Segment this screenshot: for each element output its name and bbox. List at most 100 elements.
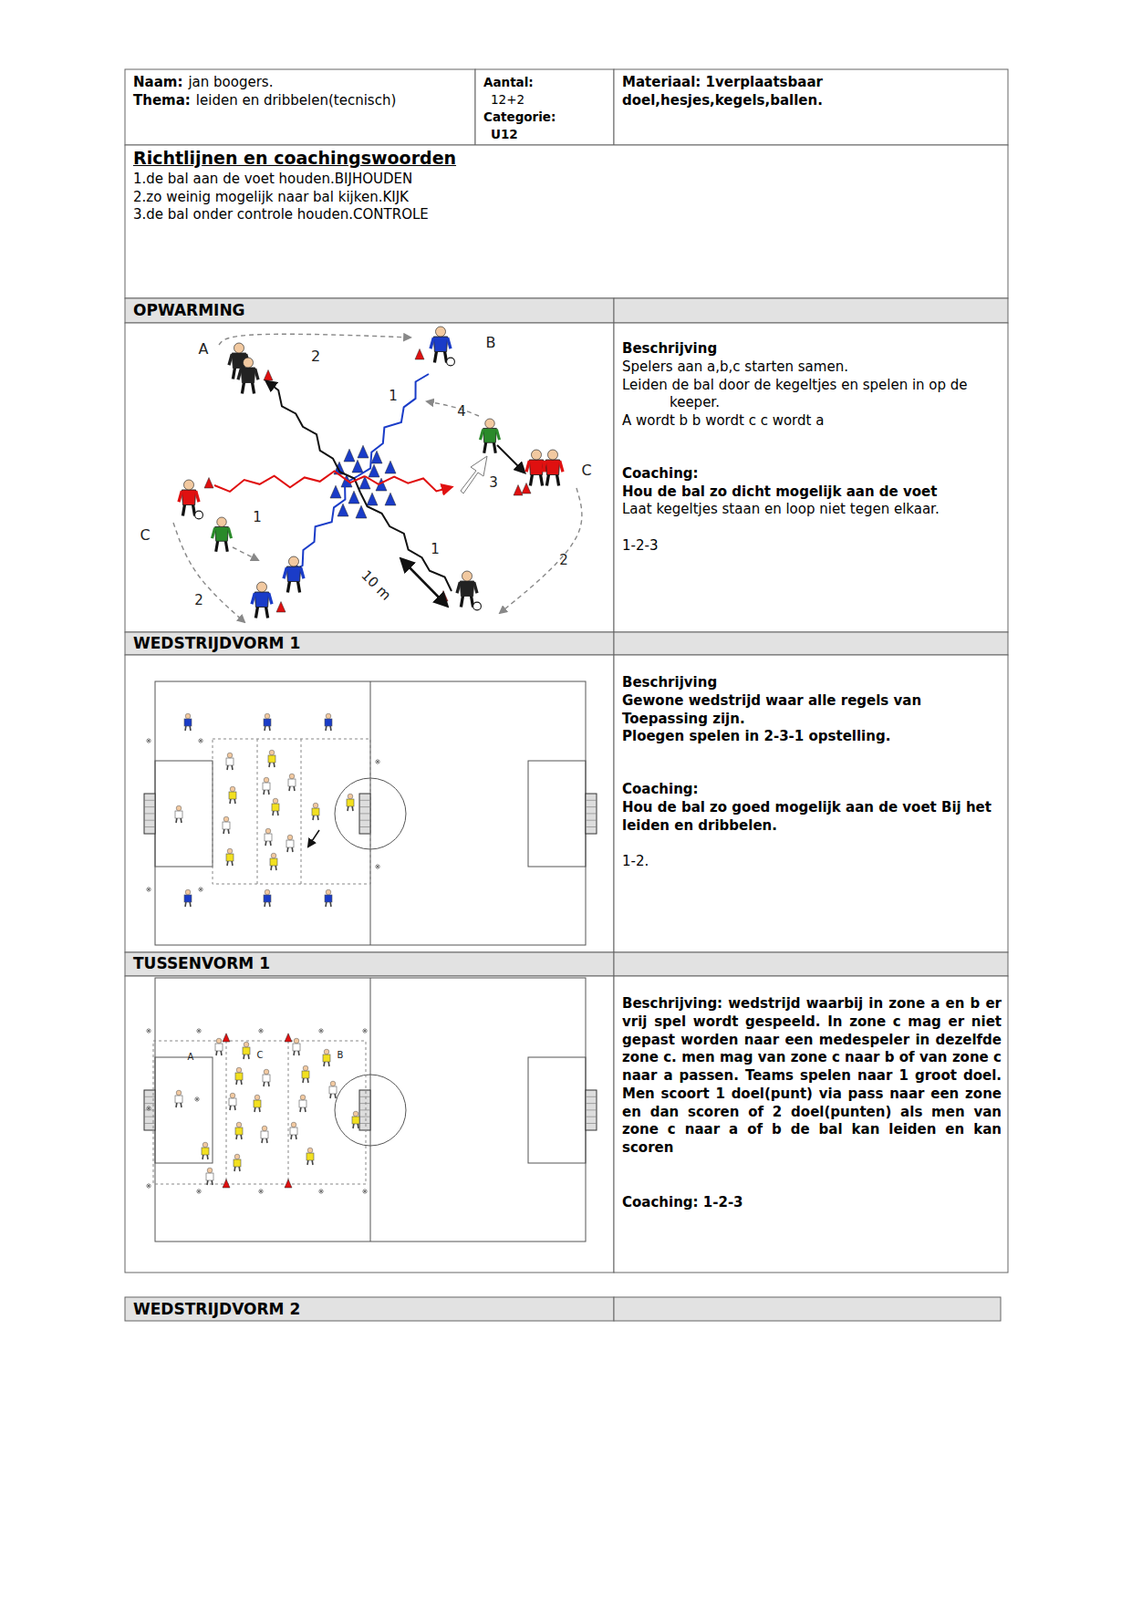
pitch-marker [197,886,204,893]
player-figure [480,418,500,454]
callout-number: C [580,463,592,478]
bold-text: TUSSENVORM 1 [133,954,271,973]
table-cell [613,298,1008,323]
cone [222,1033,230,1042]
pitch-marker [374,758,381,765]
movement-line [426,401,479,416]
player-icon [324,889,333,907]
pitch-marker [362,1028,368,1034]
callout-number: A [197,342,210,357]
bold-text: Ploegen spelen in 2-3-1 opstelling. [622,727,891,745]
pitch-marker [374,863,381,870]
cone [284,1179,292,1188]
table-cell [124,632,614,655]
player-icon [322,1048,331,1067]
player-icon [222,816,230,834]
player-figure [430,326,455,366]
pitch-marker [196,1188,202,1195]
pitch-marker [194,1096,200,1102]
callout-number: B [485,335,498,351]
player-icon [270,852,278,871]
player-icon [262,777,271,795]
movement-line [266,381,361,493]
player-icon [264,828,272,846]
bold-text: Aantal: [483,74,534,90]
body-text: 12+2 [490,92,525,107]
player-icon [292,1038,301,1056]
section-heading: Richtlijnen en coachingswoorden [133,147,457,168]
cone [343,448,355,462]
player-figure [283,556,304,593]
player-icon [311,802,320,821]
player-icon [184,889,192,907]
bold-text: Materiaal: 1verplaatsbaar doel,hesjes,ke… [622,73,823,109]
pitch-marker [196,1028,202,1034]
table-cell [613,952,1008,977]
section-header: WEDSTRIJDVORM 1 [133,633,608,654]
body-text: 2.zo weinig mogelijk naar bal kijken.KIJ… [133,188,409,206]
player-icon [215,1038,223,1056]
table-cell [124,976,614,1273]
zone-label: A [186,1052,196,1062]
bold-text: Coaching: [622,465,699,482]
player-icon [226,848,234,866]
cone [284,1033,292,1042]
pitch-marker [258,1028,264,1034]
zone-line [212,738,371,884]
pass-arrow [460,456,488,494]
bold-text: Naam: [133,73,183,91]
zone-line [153,1040,366,1184]
movement-line [497,445,525,473]
body-text: Laat kegeltjes staan en loop niet tegen … [622,500,940,518]
player-icon [301,1065,310,1083]
movement-line [357,373,429,477]
bold-text: Categorie: [483,109,556,125]
cone [276,602,286,613]
description-box: BeschrijvingSpelers aan a,b,c starten sa… [622,339,1002,555]
zone-line [257,738,259,884]
player-figure [251,581,272,619]
cone [384,492,396,506]
cone [348,490,360,504]
player-icon [206,1167,214,1185]
zone-line [301,738,302,884]
table-cell [124,298,614,323]
movement-line [364,476,452,491]
player-icon [306,1147,314,1165]
table-cell [124,654,614,953]
table-cell [124,1297,614,1321]
pitch-marker [145,1183,152,1189]
table-cell [613,654,1008,953]
movement-line [173,522,245,623]
cone [204,477,214,489]
material-cell: Materiaal: 1verplaatsbaar doel,hesjes,ke… [622,72,1002,110]
movement-line [232,547,259,561]
cone [415,349,425,361]
table-cell [124,322,614,633]
player-icon [235,1067,243,1085]
body-text: 3.de bal onder controle houden.CONTROLE [133,206,429,223]
player-icon [175,1090,183,1108]
section-header: OPWARMING [133,301,608,321]
pitch-marker [145,1028,152,1034]
player-icon [260,1125,269,1143]
callout-number: 1 [251,510,263,525]
cone [366,492,378,506]
player-icon [268,749,276,768]
body-text: A wordt b b wordt c c wordt a [622,412,824,429]
table-cell [613,632,1008,655]
cone [352,459,364,473]
player-icon [288,773,296,791]
table-cell [613,1297,1001,1321]
player-icon [228,786,237,804]
bold-text: Hou de bal zo dicht mogelijk aan de voet [622,483,937,500]
player-icon [226,752,234,770]
player-icon [253,1094,261,1112]
callout-number: 2 [310,349,322,364]
zone-label: C [256,1050,265,1060]
table-cell [613,322,1008,633]
callout-number: C [138,528,151,543]
zone-line [288,1040,290,1184]
callout-number: 2 [558,553,570,568]
player-icon [184,713,192,731]
